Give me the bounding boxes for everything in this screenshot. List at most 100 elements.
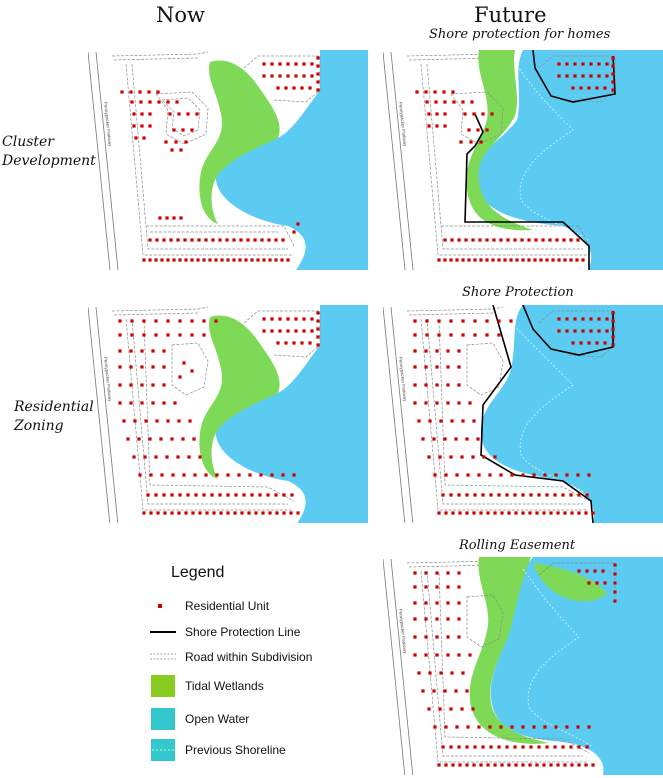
residential-unit	[452, 100, 456, 104]
residential-unit	[565, 74, 569, 78]
residential-unit	[489, 493, 493, 497]
residential-unit	[270, 62, 274, 66]
residential-unit	[118, 365, 122, 369]
residential-unit	[446, 601, 450, 605]
residential-unit	[270, 317, 274, 321]
residential-unit	[443, 124, 447, 128]
subdivision-road	[426, 318, 583, 505]
caption-shore-protection-for-homes: Shore protection for homes	[429, 27, 611, 42]
residential-unit	[451, 90, 455, 94]
residential-unit	[151, 349, 155, 353]
residential-unit	[294, 74, 298, 78]
residential-unit	[437, 763, 441, 767]
residential-unit	[166, 258, 170, 262]
column-header-future: Future	[474, 3, 547, 27]
legend-label-tidal-wetlands: Tidal Wetlands	[185, 679, 264, 693]
residential-unit	[473, 493, 477, 497]
residential-unit	[485, 319, 489, 323]
residential-unit	[549, 511, 553, 515]
residential-unit	[134, 136, 138, 140]
residential-unit	[175, 100, 179, 104]
residential-unit	[488, 473, 492, 477]
residential-unit	[278, 317, 282, 321]
residential-unit	[302, 317, 306, 321]
residential-unit	[521, 258, 525, 262]
subdivision-road	[420, 318, 588, 511]
residential-unit	[424, 383, 428, 387]
residential-unit	[595, 581, 599, 585]
residential-unit	[441, 745, 445, 749]
subdivision-road	[420, 63, 588, 256]
residential-unit	[465, 745, 469, 749]
residential-unit	[139, 100, 143, 104]
residential-unit	[468, 653, 472, 657]
residential-unit	[557, 317, 561, 321]
subdivision-road	[466, 342, 504, 396]
residential-unit	[497, 493, 501, 497]
residential-unit	[142, 319, 146, 323]
residential-unit	[437, 258, 441, 262]
residential-unit	[260, 238, 264, 242]
residential-unit	[190, 319, 194, 323]
residential-unit	[597, 74, 601, 78]
residential-unit	[467, 258, 471, 262]
residential-unit	[118, 319, 122, 323]
residential-unit	[174, 140, 178, 144]
residential-unit	[413, 349, 417, 353]
residential-unit	[187, 455, 191, 459]
residential-unit	[302, 62, 306, 66]
legend-label-residential-unit: Residential Unit	[185, 599, 270, 613]
residential-unit	[581, 74, 585, 78]
residential-unit	[281, 238, 285, 242]
residential-unit	[466, 473, 470, 477]
residential-unit	[165, 216, 169, 220]
residential-unit	[457, 653, 461, 657]
residential-unit	[545, 493, 549, 497]
residential-unit	[591, 763, 595, 767]
subdivision-road	[438, 320, 590, 502]
residential-unit	[154, 455, 158, 459]
residential-unit	[118, 349, 122, 353]
residential-unit	[576, 238, 580, 242]
residential-unit	[182, 361, 186, 365]
subdivision-road	[125, 318, 293, 511]
residential-unit	[413, 401, 417, 405]
residential-unit	[472, 511, 476, 515]
residential-unit	[226, 511, 230, 515]
residential-unit	[184, 258, 188, 262]
residential-unit	[449, 493, 453, 497]
residential-unit	[611, 311, 615, 315]
residential-unit	[513, 745, 517, 749]
residential-unit	[261, 511, 265, 515]
residential-unit	[162, 365, 166, 369]
residential-unit	[435, 571, 439, 575]
residential-unit	[543, 725, 547, 729]
residential-unit	[212, 511, 216, 515]
residential-unit	[435, 365, 439, 369]
subdivision-road	[155, 91, 209, 145]
residential-unit	[446, 383, 450, 387]
residential-unit	[497, 333, 501, 337]
residential-unit	[565, 725, 569, 729]
residential-unit	[611, 327, 615, 331]
residential-unit	[178, 493, 182, 497]
residential-unit	[457, 401, 461, 405]
residential-unit	[140, 124, 144, 128]
residential-unit	[146, 493, 150, 497]
residential-unit	[577, 745, 581, 749]
residential-unit	[481, 493, 485, 497]
residential-unit	[506, 238, 510, 242]
residential-unit	[421, 689, 425, 693]
residential-unit	[454, 437, 458, 441]
residential-unit	[413, 571, 417, 575]
residential-unit	[140, 112, 144, 116]
residential-unit	[515, 258, 519, 262]
residential-unit	[457, 383, 461, 387]
residential-unit	[466, 725, 470, 729]
residential-unit	[239, 238, 243, 242]
open-water	[474, 50, 663, 270]
residential-unit	[585, 493, 589, 497]
subdivision-road	[113, 312, 199, 316]
residential-unit	[589, 317, 593, 321]
residential-unit	[178, 258, 182, 262]
